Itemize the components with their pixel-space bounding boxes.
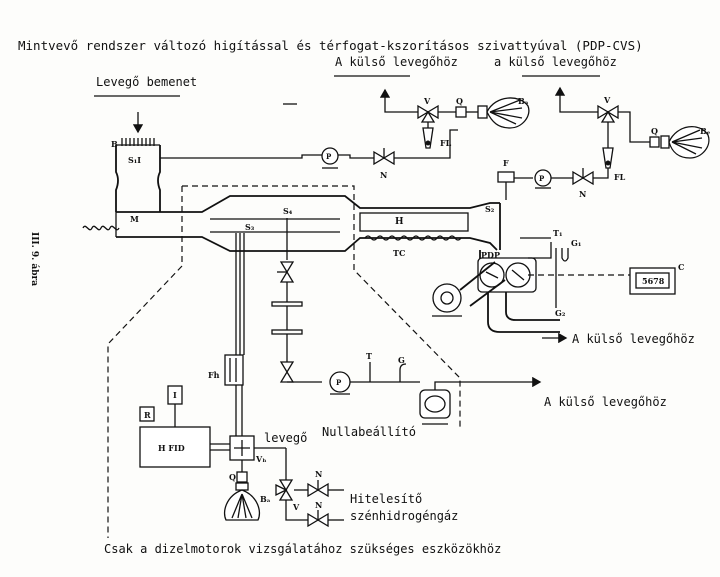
- label-PDP: PDP: [481, 250, 500, 260]
- bottom-caption: Csak a dizelmotorok vizsgálatához szüksé…: [104, 542, 501, 556]
- label-T1: T₁: [553, 228, 562, 238]
- label-S4: S₄: [283, 206, 293, 216]
- label-N4: N: [315, 500, 322, 510]
- label-G1: G₁: [571, 238, 581, 248]
- label-M: M: [130, 214, 139, 224]
- outside-air-label-3: A külső levegőhöz: [572, 332, 695, 346]
- diesel-boundary-line: [182, 185, 461, 428]
- label-Fh: Fh: [208, 370, 220, 380]
- label-P1: P: [326, 152, 332, 161]
- label-V2: V: [603, 95, 611, 105]
- label-G2: G₂: [555, 308, 566, 318]
- dilution-tunnel: [115, 195, 500, 252]
- label-B: B: [111, 139, 118, 149]
- label-G: G: [398, 355, 405, 365]
- motor-icon: [432, 283, 462, 313]
- label-N2: N: [579, 189, 586, 199]
- label-Q1: Q: [456, 96, 463, 106]
- label-S2: S₂: [485, 204, 495, 214]
- label-T: T: [366, 351, 372, 361]
- filter-icon: [497, 171, 515, 183]
- calibration-gas-lines: [275, 448, 344, 528]
- calibration-label-2: szénhidrogéngáz: [350, 509, 458, 523]
- label-TC: TC: [393, 248, 405, 258]
- inlet-filter-icon: [121, 138, 155, 146]
- label-R: R: [144, 410, 151, 420]
- outside-air-label-1: A külső levegőhöz: [335, 55, 458, 69]
- side-figure-label: III. 9. ábra: [29, 232, 40, 286]
- air-label: levegő: [264, 431, 307, 445]
- label-S1I: S₁I: [128, 155, 141, 165]
- diagram-title: Mintvevő rendszer változó higítással és …: [18, 38, 643, 53]
- pump-icon: [321, 147, 339, 165]
- label-S3: S₃: [245, 222, 255, 232]
- label-N1: N: [380, 170, 387, 180]
- outside-air-label-2: a külső levegőhöz: [494, 55, 617, 69]
- zero-sample-line: [271, 218, 542, 425]
- revolution-counter: [629, 267, 676, 295]
- heated-filter: [224, 354, 244, 386]
- heated-sample-line: [224, 233, 245, 440]
- label-FL1: FL: [440, 138, 452, 148]
- label-Q2: Q: [651, 126, 658, 136]
- label-P2: P: [539, 174, 545, 183]
- label-H: H: [395, 217, 404, 227]
- label-BA2: Bₐ: [260, 494, 271, 504]
- quick-connect-icon: [455, 106, 467, 118]
- label-I: I: [173, 390, 177, 400]
- bag-icon: [223, 489, 261, 521]
- label-V3: V: [292, 502, 300, 512]
- label-F: F: [503, 158, 509, 168]
- label-N3: N: [315, 469, 322, 479]
- right-sample-line: [554, 86, 710, 169]
- exhaust-inlet-coil-icon: [82, 225, 120, 231]
- label-Vh: Vₕ: [255, 454, 266, 464]
- label-HFID: H FID: [158, 443, 185, 453]
- label-BE: Bₑ: [700, 126, 711, 136]
- three-way-valve-icon: [417, 104, 439, 123]
- label-V1: V: [423, 96, 431, 106]
- calibration-label-1: Hitelesítő: [350, 492, 422, 506]
- air-inlet-label: Levegő bemenet: [96, 75, 197, 89]
- sample-bag-icon: [486, 97, 530, 129]
- pdp-pump: [432, 203, 569, 333]
- air-inlet-tower: [115, 112, 161, 212]
- right-filter-line: [497, 168, 609, 200]
- label-Q3: Q: [229, 472, 236, 482]
- heat-exchanger: [359, 212, 469, 232]
- zero-adjust-label: Nullabeállító: [322, 425, 416, 439]
- outside-air-label-4: A külső levegőhöz: [544, 395, 667, 409]
- label-P3: P: [336, 378, 342, 387]
- label-FL2: FL: [614, 172, 626, 182]
- counter-value: 5678: [642, 276, 665, 286]
- upper-sample-line: [160, 129, 458, 169]
- label-C: C: [678, 262, 684, 272]
- label-BA1: Bₐ: [518, 96, 529, 106]
- hfid-analyser: [139, 385, 286, 521]
